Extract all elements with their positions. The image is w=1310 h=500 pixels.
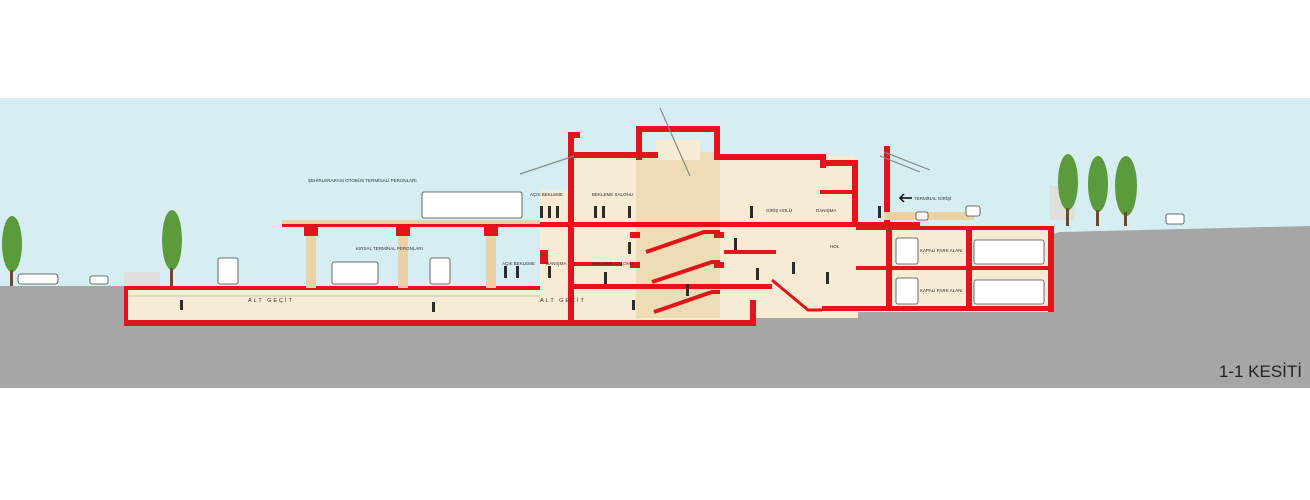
section-title: 1-1 KESİTİ xyxy=(1218,362,1302,381)
label-management: DANIŞMA xyxy=(816,208,837,213)
column-cap xyxy=(304,226,318,236)
tree xyxy=(1115,156,1137,216)
car xyxy=(1165,213,1185,225)
label-terminal-entrance: TERMİNAL GİRİŞİ xyxy=(914,195,951,201)
tree xyxy=(162,210,182,270)
terminal-entrance-canopy xyxy=(884,212,974,220)
stair-core xyxy=(636,152,720,318)
hall-volume xyxy=(772,226,856,310)
vehicles xyxy=(17,191,1185,305)
ramp xyxy=(771,278,822,312)
parked-bus xyxy=(973,279,1045,305)
rural-platform-slab xyxy=(282,220,572,226)
label-parking-lower: KAPALI PARK ALANI xyxy=(920,288,963,293)
label-open-boarding-low: AÇIK BEKLEME xyxy=(502,261,535,266)
column-cap xyxy=(484,226,498,236)
car xyxy=(915,211,929,221)
car xyxy=(965,205,981,217)
label-open-boarding-top: AÇIK BEKLEME xyxy=(530,192,563,197)
label-underpass-right: ALT GEÇİT xyxy=(540,297,586,304)
tree xyxy=(1058,154,1078,210)
column-cap xyxy=(396,226,410,236)
bus-front xyxy=(217,257,239,285)
trees xyxy=(2,154,1137,286)
tree xyxy=(2,216,22,272)
column xyxy=(398,226,408,288)
bus-front xyxy=(429,257,451,285)
structure-walls xyxy=(540,126,1054,326)
label-waiting-hall-top: BEKLEME SALONU xyxy=(592,192,633,197)
label-rural-platforms: KIRSAL TERMİNAL PERONLARI xyxy=(356,245,423,251)
entrance-arrow-icon xyxy=(898,193,912,203)
column xyxy=(306,226,316,288)
bus-front xyxy=(895,277,919,305)
label-waiting-hall-low: BEKLEME SALONU xyxy=(592,261,633,266)
people xyxy=(180,206,881,312)
underpass-slab-bottom xyxy=(124,320,756,326)
label-hall: HOL xyxy=(830,244,840,249)
stair-flights xyxy=(645,230,720,314)
label-parking-upper: KAPALI PARK ALANI xyxy=(920,248,963,253)
label-underpass-left: ALT GEÇİT xyxy=(248,297,294,304)
rural-platform-edge xyxy=(282,224,572,227)
minibus xyxy=(331,261,379,285)
underpass-slab-top xyxy=(124,286,750,290)
left-boundary-wall xyxy=(124,272,160,286)
underpass-wall-left xyxy=(124,286,128,326)
tree xyxy=(1088,156,1108,212)
label-entrance-hall: GİRİŞ HOLÜ xyxy=(766,207,792,213)
parked-bus xyxy=(973,239,1045,265)
bus-front xyxy=(895,237,919,265)
label-intercity-platforms: ŞEHİRLERARASI OTOBÜS TERMİNALİ PERONLARI xyxy=(308,177,417,183)
canopies xyxy=(519,107,931,177)
intercity-bus xyxy=(421,191,523,219)
car xyxy=(17,273,59,285)
car xyxy=(89,275,109,285)
column xyxy=(486,226,496,288)
label-info: DANIŞMA xyxy=(546,261,567,266)
